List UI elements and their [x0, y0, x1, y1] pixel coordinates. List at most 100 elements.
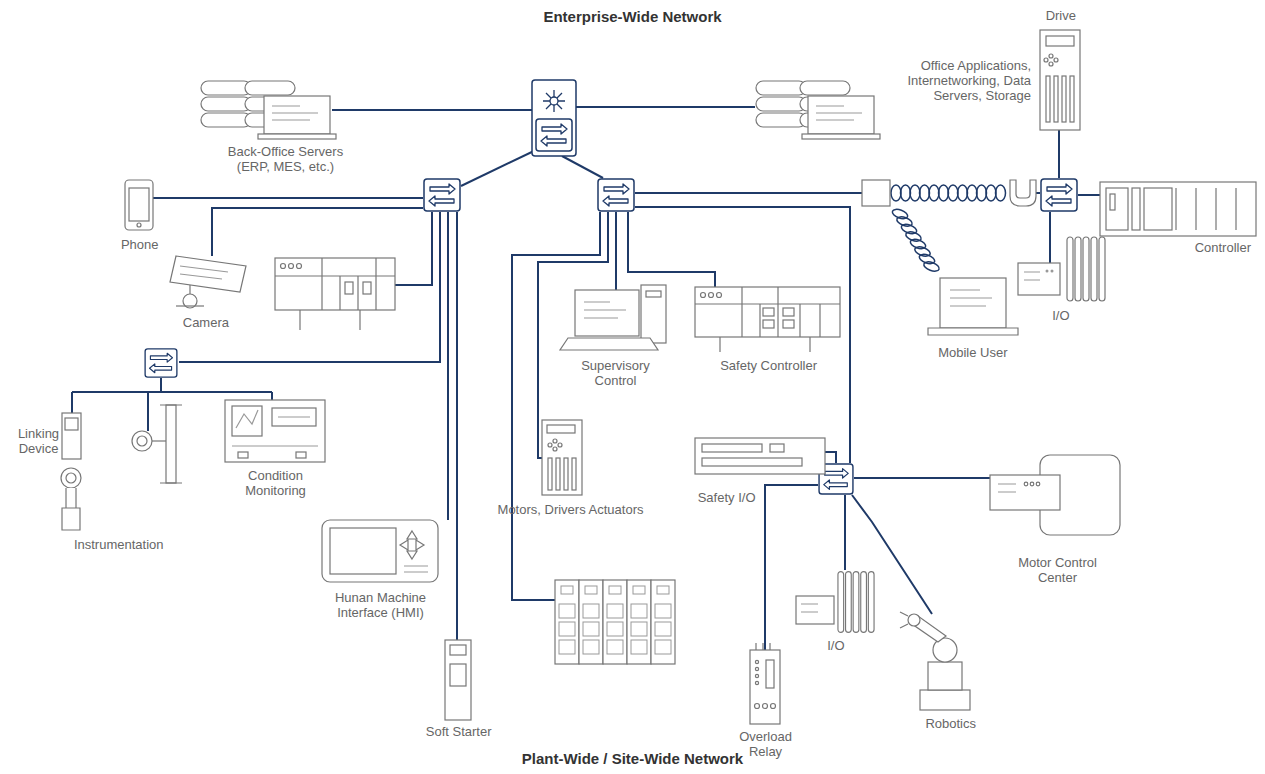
io-rack [555, 580, 579, 664]
network-wire [332, 109, 532, 111]
device-label: I/O [1051, 308, 1070, 323]
network-switch [543, 90, 565, 112]
io-rack [585, 586, 597, 594]
server-icon [808, 96, 874, 134]
robot-icon [928, 662, 962, 690]
wireless-coil [958, 185, 968, 201]
drive-icon [553, 447, 557, 451]
network-switch [1041, 179, 1077, 211]
server-icon [201, 81, 251, 127]
hmi-icon [400, 531, 424, 559]
wireless-coil [948, 185, 958, 201]
instrument-icon [166, 405, 176, 483]
drive-icon [1044, 58, 1048, 62]
io-rack [631, 622, 647, 636]
overload-relay-icon [755, 681, 758, 684]
device-label: Soft Starter [425, 724, 492, 739]
device-node: Safety Controller [692, 284, 844, 379]
network-switch [424, 179, 460, 211]
motor-control-center-icon [1024, 482, 1028, 486]
network-wire [562, 156, 603, 178]
io-module [796, 572, 874, 633]
motor-control-center-icon [990, 455, 1120, 535]
device-label: Drive [1045, 8, 1077, 23]
wireless-coil [967, 185, 977, 201]
network-switch [598, 179, 634, 211]
safety-controller-icon [695, 287, 840, 352]
overload-relay-icon [756, 643, 770, 650]
overload-relay-icon [755, 667, 758, 670]
workstation-icon [560, 338, 658, 350]
overload-relay-icon [763, 704, 768, 709]
io-rack [583, 640, 599, 654]
device-label: Safety Controller [720, 358, 818, 373]
instrument-icon [160, 405, 182, 483]
drive-icon [548, 458, 552, 490]
soft-starter-icon [450, 645, 466, 655]
instrument-icon [61, 405, 182, 530]
controller-rack [297, 264, 302, 269]
wireless-coil [920, 185, 930, 201]
io-module [838, 572, 874, 633]
drive-icon [1049, 54, 1053, 58]
instrument-icon [62, 413, 81, 459]
safety-controller-icon [720, 337, 810, 352]
device-label: Safety I/O [697, 490, 756, 505]
overload-relay-icon [750, 650, 780, 724]
controller-rack [1100, 182, 1256, 236]
safety-controller-icon [717, 293, 722, 298]
controller-rack [289, 264, 294, 269]
device-node: Robotics [898, 605, 993, 743]
phone-icon [125, 180, 153, 230]
wireless-coil [923, 260, 941, 273]
io-rack [559, 604, 575, 618]
laptop-icon [928, 278, 1018, 335]
device-node: Phone [118, 176, 160, 256]
safety-controller-icon [783, 320, 794, 328]
network-wire [395, 212, 432, 285]
device-node: Overload Relay [731, 641, 799, 761]
device-node: Drive [1035, 4, 1085, 132]
io-rack [657, 586, 669, 594]
safety-io-icon [695, 438, 825, 474]
device-node: Supervisory Control [565, 282, 667, 392]
overload-relay-icon [755, 704, 760, 709]
phone-icon [137, 223, 141, 227]
instrument-icon [66, 473, 76, 483]
device-label: Supervisory Control [573, 358, 658, 388]
io-rack [555, 580, 675, 664]
device-label: Hunan Machine Interface (HMI) [325, 590, 436, 620]
workstation-icon [646, 291, 661, 297]
hmi-icon [404, 566, 428, 572]
condition-monitor-icon [232, 406, 262, 436]
wireless-coil [910, 185, 920, 201]
drive-icon [542, 420, 582, 495]
device-node: Instrumentation [60, 470, 180, 554]
device-node: Hunan Machine Interface (HMI) [320, 518, 440, 622]
network-wire [461, 150, 536, 186]
io-rack [559, 640, 575, 654]
io-rack [655, 640, 671, 654]
motor-control-center-icon [1036, 482, 1040, 486]
drive-icon [1054, 58, 1058, 62]
phone-icon [125, 180, 153, 230]
workstation-icon [560, 285, 666, 350]
access-point [862, 180, 890, 206]
wireless-coil [977, 185, 987, 201]
device-node: Linking Device [6, 405, 85, 460]
io-module [1024, 272, 1040, 280]
device-node: I/O [792, 566, 876, 655]
safety-controller-icon [763, 320, 774, 328]
device-node: Mobile User [925, 275, 1020, 365]
drive-icon [1040, 30, 1080, 130]
io-module [1051, 270, 1054, 273]
instrument-icon [137, 436, 147, 446]
safety-controller-icon [701, 293, 706, 298]
network-wire [825, 452, 836, 463]
server-icon [802, 134, 880, 139]
robot-icon [908, 614, 920, 626]
io-rack [607, 604, 623, 618]
server-icon [756, 81, 806, 127]
io-rack [609, 586, 621, 594]
device-label: Motor Control Center [1009, 555, 1106, 585]
